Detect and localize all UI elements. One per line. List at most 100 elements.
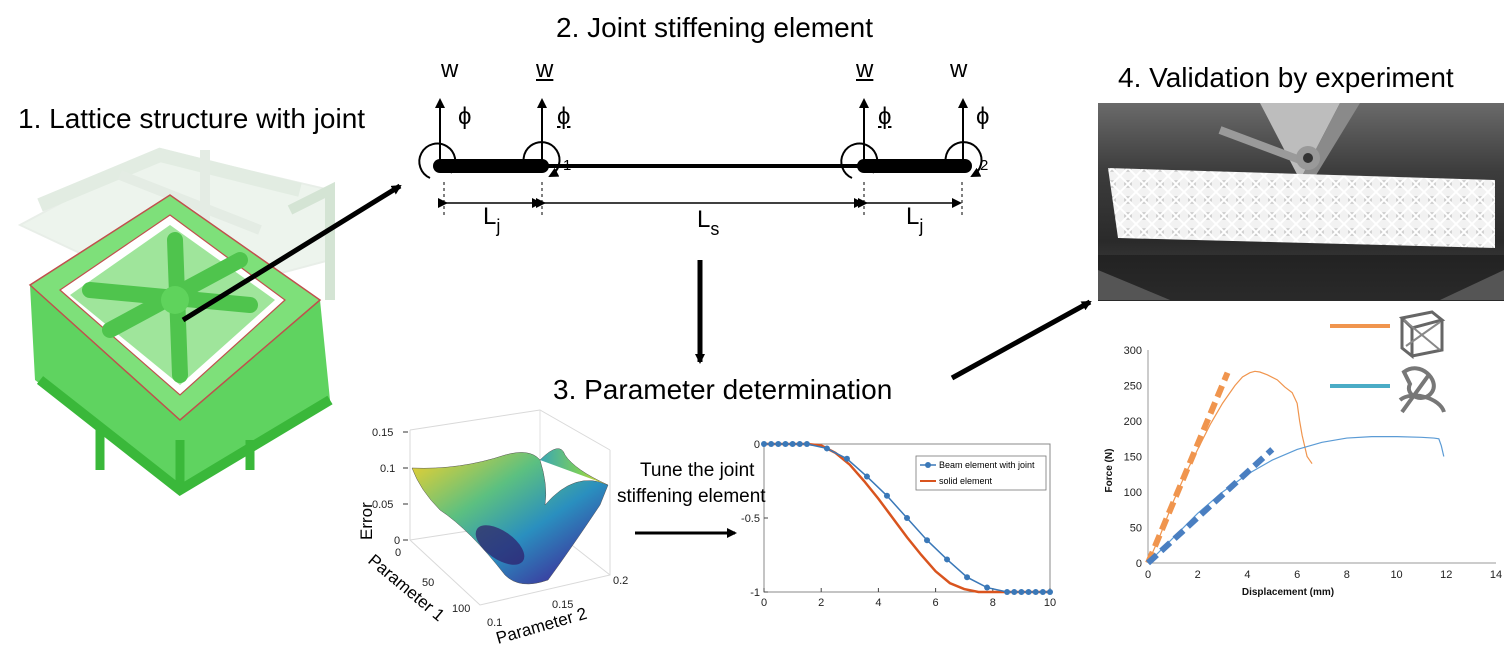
beam-element-point [944,556,951,563]
force-chart-ylabel: Force (N) [1104,449,1115,493]
y-tick-label: 250 [1124,381,1142,393]
complex-unit-cell-icon [1330,366,1446,414]
x-tick-label: 2 [818,597,824,609]
force-series-0-line [1147,370,1313,564]
z-tick-3: 0 [394,535,400,547]
z-tick-1: 0.1 [380,463,395,475]
beam-element-point [1032,589,1039,595]
x-tick-label: 10 [1390,569,1402,581]
x-tick-label: 4 [875,597,881,609]
force-series-3-dashed [1145,447,1275,566]
node-2-label: 2 [980,157,989,174]
phi-underlined-label-2: ϕ [878,103,892,130]
x-tick-label: 6 [933,597,939,609]
y-tick-label: 50 [1130,523,1142,535]
x-tick-label: 14 [1490,569,1502,581]
y-tick-label: -1 [750,587,760,599]
y-tick-label: 300 [1124,345,1142,357]
z-tick-0: 0.15 [372,427,393,439]
beam-element-diagram [418,98,983,215]
beam-element-point [1025,589,1032,595]
legend-box [915,455,1047,491]
surface-zlabel: Error [357,502,376,540]
y-tick-label: 0 [1136,558,1142,570]
y-tick-label: -0.5 [741,513,760,525]
deflection-chart: 0 2 4 6 8 10 0 -0.5 -1 Beam element with joint sol… [741,439,1056,609]
arrow-lattice-to-beam [181,183,402,323]
beam-element-point [863,473,870,480]
beam-element-point [924,537,931,544]
beam-element-point [789,441,796,447]
x-tick-label: 4 [1244,569,1250,581]
arrow-parameter-to-validation [950,299,1092,381]
beam-element-point [1039,589,1046,595]
w-underlined-label-1: w [536,56,554,83]
y-tick-1: 0.15 [552,599,573,611]
force-series-1-dashed [1145,371,1231,565]
beam-element-point [964,574,971,581]
beam-element-point [823,445,830,452]
y-tick-label: 0 [754,439,760,451]
x-tick-label: 2 [1195,569,1201,581]
z-tick-2: 0.05 [372,499,393,511]
title-parameter-determination: 3. Parameter determination [553,374,893,405]
x-tick-label: 8 [990,597,996,609]
tune-text-line-2: stiffening element [617,486,766,507]
surface-xlabel: Parameter 1 [364,551,448,626]
lj-label-1: Lj [483,203,501,236]
beam-element-point [843,455,850,462]
x-tick-label: 0 [1145,569,1151,581]
title-joint-stiffening: 2. Joint stiffening element [556,12,874,43]
error-surface-plot: 0.15 0.1 0.05 0 0 50 100 0.1 0.15 0.2 Er… [357,409,628,648]
surface-ylabel: Parameter 2 [494,604,589,648]
x-tick-label: 12 [1440,569,1452,581]
lj-label-2: Lj [906,203,924,236]
beam-element-point [761,441,767,447]
beam-element-point [775,441,782,447]
legend-solid-label: solid element [939,476,993,486]
x-tick-label: 6 [1294,569,1300,581]
beam-element-point [796,441,803,447]
beam-element-point [1018,589,1025,595]
force-series-2-line [1147,436,1445,564]
beam-element-point [782,441,789,447]
x-tick-0: 0 [395,547,401,559]
force-displacement-chart: 0 2 4 6 8 10 12 14 0 50 100 150 200 250 300Displacemen… [1104,345,1502,598]
x-tick-label: 10 [1044,597,1056,609]
x-tick-label: 0 [761,597,767,609]
x-tick-label: 8 [1344,569,1350,581]
force-chart-xlabel: Displacement (mm) [1242,587,1334,598]
tune-text-line-1: Tune the joint [640,460,755,481]
phi-label-2: ϕ [976,103,990,130]
phi-label-1: ϕ [458,103,472,130]
cubic-unit-cell-icon [1330,310,1446,360]
ls-label: Ls [697,206,720,239]
y-tick-label: 150 [1124,452,1142,464]
beam-element-point [768,441,775,447]
legend-beam-marker [925,462,931,468]
title-lattice-structure: 1. Lattice structure with joint [18,103,366,134]
w-underlined-label-2: w [856,56,874,83]
title-validation: 4. Validation by experiment [1118,62,1454,93]
experiment-photo [1098,103,1504,301]
y-tick-label: 200 [1124,416,1142,428]
beam-element-point [1047,589,1053,595]
phi-underlined-label-1: ϕ [557,103,571,130]
legend-beam-label: Beam element with joint [939,460,1035,470]
lattice-cube-illustration [17,147,335,497]
w-label-1: w [441,56,459,83]
beam-element-point [803,441,810,447]
y-tick-label: 100 [1124,487,1142,499]
beam-element-point [904,515,910,521]
y-tick-0: 0.1 [487,617,502,629]
beam-element-point [1011,589,1018,595]
beam-element-point [984,584,991,591]
w-label-2: w [950,56,968,83]
x-tick-2: 100 [452,603,470,615]
beam-element-point [883,492,890,499]
y-tick-2: 0.2 [613,575,628,587]
node-1-label: 1 [563,157,572,174]
x-tick-1: 50 [422,577,434,589]
